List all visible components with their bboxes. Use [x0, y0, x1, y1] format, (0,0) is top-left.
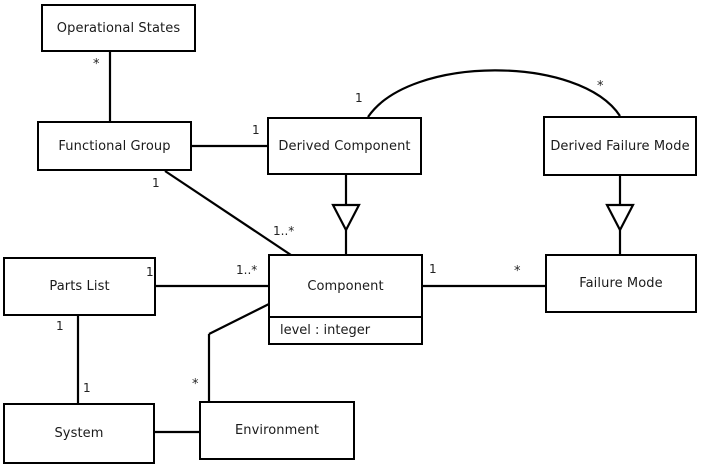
multiplicity-derived-component-arc-end: 1 [355, 91, 363, 105]
multiplicity-derived-failure-mode-arc-end: * [597, 79, 604, 94]
class-name-derived-component: Derived Component [278, 138, 411, 154]
edge-functional-group-component [164, 170, 292, 256]
class-box-parts-list[interactable]: Parts List [3, 257, 156, 316]
class-name-operational-states: Operational States [56, 20, 181, 36]
class-box-system[interactable]: System [3, 403, 155, 464]
class-name-parts-list: Parts List [49, 279, 110, 294]
class-name-environment: Environment [234, 423, 320, 438]
class-box-derived-component[interactable]: Derived Component [267, 117, 422, 175]
class-name-functional-group: Functional Group [58, 138, 171, 154]
multiplicity-parts-list-system-lower: 1 [83, 381, 91, 395]
class-box-component[interactable]: Component level : integer [268, 254, 423, 345]
edge-environment-component-diagonal [208, 303, 270, 335]
multiplicity-functional-group-component-near-source: 1 [152, 176, 160, 190]
edge-derived-component-derived-failure-mode [367, 69, 621, 118]
multiplicity-parts-list-system-upper: 1 [56, 319, 64, 333]
generalization-triangle-component [331, 203, 361, 233]
class-attribute-component-level: level : integer [270, 316, 421, 343]
class-name-derived-failure-mode: Derived Failure Mode [550, 138, 690, 154]
class-box-derived-failure-mode[interactable]: Derived Failure Mode [543, 116, 697, 176]
class-box-failure-mode[interactable]: Failure Mode [545, 254, 697, 313]
multiplicity-environment-component: * [192, 377, 199, 392]
generalization-triangle-failure-mode [605, 203, 635, 233]
class-name-failure-mode: Failure Mode [579, 276, 663, 291]
class-name-component: Component [307, 278, 384, 294]
class-name-system: System [54, 426, 104, 441]
class-box-functional-group[interactable]: Functional Group [37, 121, 192, 171]
multiplicity-component-failure-mode-near-failure-mode: * [514, 264, 521, 279]
multiplicity-component-failure-mode-near-component: 1 [429, 262, 437, 276]
multiplicity-parts-list-component: 1..* [236, 263, 258, 277]
multiplicity-functional-group-derived-component: 1 [252, 123, 260, 137]
multiplicity-parts-list-end: 1 [146, 265, 154, 279]
multiplicity-operational-states-functional-group: * [93, 57, 100, 72]
class-box-operational-states[interactable]: Operational States [41, 4, 196, 52]
class-box-environment[interactable]: Environment [199, 401, 355, 460]
multiplicity-functional-group-component-near-target: 1..* [273, 224, 295, 238]
